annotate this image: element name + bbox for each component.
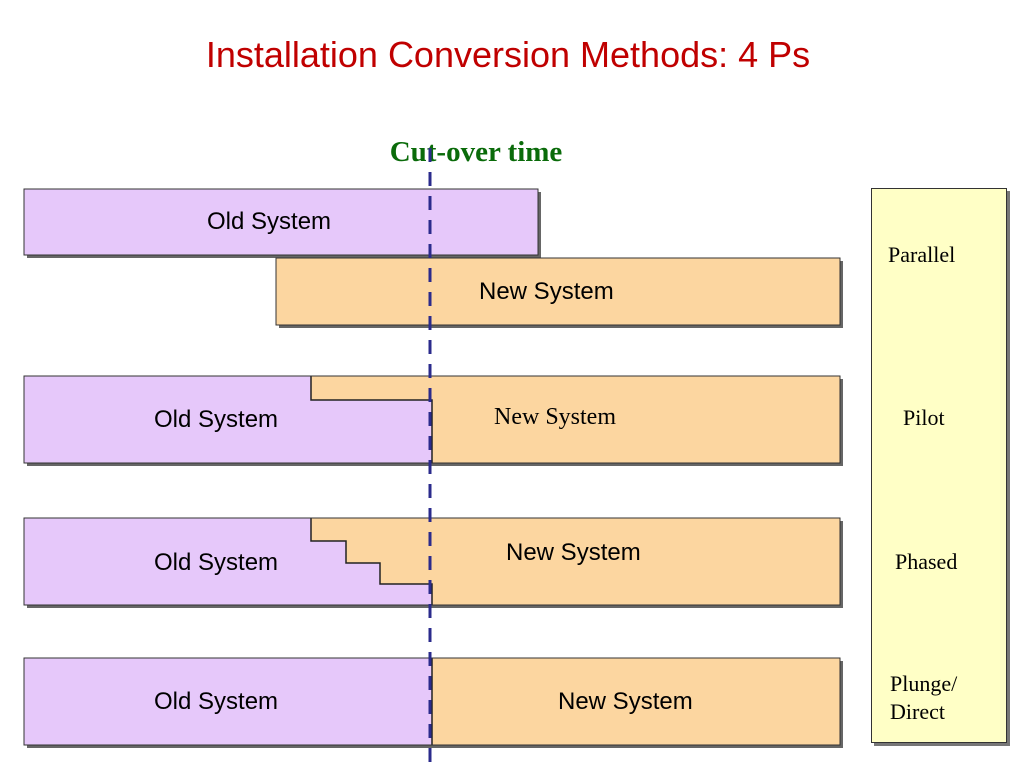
pilot-old-system-label: Old System — [154, 406, 279, 433]
direct-new-system-label: New System — [558, 688, 693, 715]
phased-old-system-area — [24, 518, 432, 605]
method-parallel: Parallel — [888, 242, 956, 267]
phased-row — [23, 517, 843, 608]
phased-boundary — [310, 518, 433, 605]
pilot-new-system-label: New System — [494, 404, 616, 430]
method-plunge-direct: Plunge/ Direct — [890, 671, 958, 724]
cutover-time-label: Cut-over time — [389, 136, 563, 168]
parallel-old-system-box — [23, 188, 539, 256]
phased-row-border — [23, 517, 841, 606]
parallel-new-system-label: New System — [479, 278, 614, 305]
direct-row-border — [23, 657, 841, 746]
method-phased: Phased — [895, 549, 958, 574]
phased-old-system-label: Old System — [154, 549, 279, 576]
parallel-old-system-label: Old System — [207, 208, 332, 235]
pilot-old-system-area — [24, 376, 432, 463]
pilot-row-border — [23, 375, 841, 464]
pilot-boundary — [310, 376, 433, 463]
direct-row — [23, 657, 843, 748]
phased-new-system-label: New System — [506, 539, 641, 566]
method-pilot: Pilot — [903, 405, 945, 430]
method-panel — [871, 188, 1007, 743]
direct-old-system-label: Old System — [154, 688, 279, 715]
parallel-row — [23, 188, 843, 328]
direct-new-system-area — [432, 658, 840, 745]
parallel-new-system-box — [275, 257, 841, 326]
pilot-row — [23, 375, 843, 466]
slide-title: Installation Conversion Methods: 4 Ps — [205, 34, 811, 75]
direct-old-system-area — [24, 658, 432, 745]
